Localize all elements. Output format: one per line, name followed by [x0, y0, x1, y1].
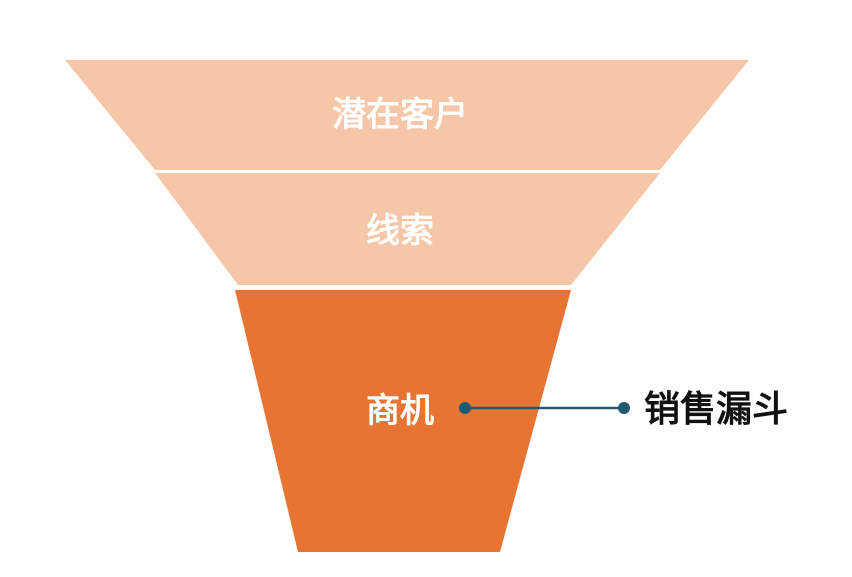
funnel-stage-opportunities: 商机 [235, 290, 571, 552]
funnel-stage-shape [155, 173, 660, 285]
callout-label: 销售漏斗 [644, 389, 788, 430]
funnel-stage-shape [65, 60, 749, 170]
funnel-stage-potential-customers: 潜在客户 [65, 60, 749, 170]
callout-dot-start [459, 402, 471, 414]
funnel-stage-shape [235, 290, 571, 552]
funnel-stage-label: 商机 [366, 391, 434, 431]
callout-dot-end [618, 402, 630, 414]
funnel-stage-label: 潜在客户 [332, 95, 468, 135]
funnel-stage-leads: 线索 [155, 173, 660, 285]
funnel-stage-label: 线索 [366, 211, 434, 251]
callout: 销售漏斗 [459, 389, 788, 430]
